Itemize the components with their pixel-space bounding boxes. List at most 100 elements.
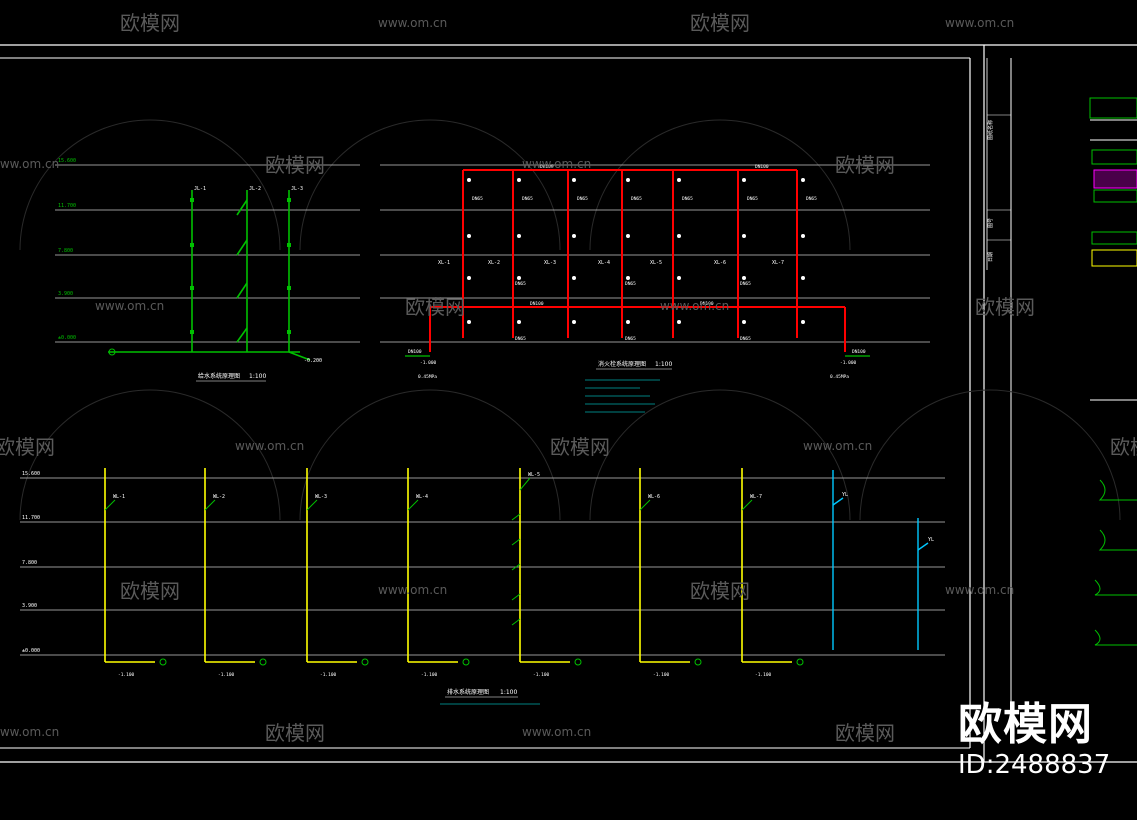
elevation-label: 11.700: [58, 203, 76, 209]
pipe-size-label: DN65: [472, 196, 483, 202]
fire-inlet-elevation: -1.000: [840, 360, 857, 366]
water-supply-fittings: [108, 198, 291, 356]
pipe-size-label: DN65: [625, 336, 636, 342]
outlet-elevation: -0.200: [304, 358, 322, 364]
watermark-site: www.om.cn: [522, 725, 591, 739]
watermark-site: www.om.cn: [378, 583, 447, 597]
elevation-label: 7.800: [22, 560, 37, 566]
fire-inlet-pressure: 0.45MPa: [418, 374, 437, 380]
pipe-size-label: DN65: [515, 336, 526, 342]
fire-pipes: [429, 169, 846, 352]
svg-text:图号: 图号: [988, 218, 994, 228]
riser-label-wl2: WL-2: [213, 494, 225, 500]
watermark-brand: 欧模网: [690, 579, 750, 603]
water-supply-elevation-labels: 15.600 11.700 7.800 3.900 ±0.000: [58, 158, 76, 341]
elevation-label: 7.800: [58, 248, 73, 254]
riser-label-wl5: WL-5: [528, 472, 540, 478]
drawing-frame: [0, 44, 1137, 763]
riser-label-wl4: WL-4: [416, 494, 428, 500]
watermark-brand: 欧模网: [975, 295, 1035, 319]
fire-title: 消火栓系统原理图: [598, 360, 646, 368]
watermark-brand: 欧模网: [120, 579, 180, 603]
riser-label-jl1: JL-1: [194, 186, 206, 192]
riser-label-xl6: XL-6: [714, 260, 726, 266]
riser-label-xl4: XL-4: [598, 260, 610, 266]
corner-id: ID:2488837: [958, 750, 1111, 780]
watermark-brand: 欧模网: [550, 435, 610, 459]
detail-panel: [1089, 97, 1137, 646]
watermark-site: www.om.cn: [235, 439, 304, 453]
drainage-title: 排水系统原理图: [447, 688, 489, 696]
drainage-elevation-labels: 15.600 11.700 7.800 3.900 ±0.000: [22, 471, 40, 654]
water-supply-title-group: 给水系统原理图 1:100: [196, 372, 266, 382]
outlet-elevation: -1.100: [421, 672, 438, 678]
watermark-brand: 欧模网: [265, 153, 325, 177]
water-supply-riser-labels: JL-1 JL-2 JL-3 -0.200: [194, 186, 322, 364]
pipe-size-label: DN100: [530, 301, 544, 307]
outlet-elevation: -1.100: [533, 672, 550, 678]
riser-label-xl2: XL-2: [488, 260, 500, 266]
title-block-text: 图纸名称 图号 日期: [987, 120, 994, 262]
drainage-floor-lines: [20, 477, 945, 656]
drainage-title-group: 排水系统原理图 1:100: [440, 688, 540, 705]
pipe-size-label: DN65: [740, 336, 751, 342]
riser-label-yl: YL: [842, 492, 848, 498]
outlet-elevation: -1.100: [755, 672, 772, 678]
riser-label-wl1: WL-1: [113, 494, 125, 500]
watermark-brand: 欧模网: [405, 295, 465, 319]
drainage-branches: [104, 477, 753, 626]
water-supply-scale: 1:100: [249, 373, 266, 380]
outlet-elevation: -1.100: [118, 672, 135, 678]
watermark-brand: 欧模网: [0, 435, 55, 459]
riser-label-wl3: WL-3: [315, 494, 327, 500]
outlet-elevation: -1.100: [320, 672, 337, 678]
pipe-size-label: DN65: [515, 281, 526, 287]
riser-label-xl7: XL-7: [772, 260, 784, 266]
fire-inlet-label: DN100: [408, 349, 422, 355]
watermark-site: www.om.cn: [0, 725, 59, 739]
riser-label-xl5: XL-5: [650, 260, 662, 266]
elevation-label: 15.600: [22, 471, 40, 477]
fire-inlet-elevation: -1.000: [420, 360, 437, 366]
watermark-site: www.om.cn: [945, 583, 1014, 597]
outlet-elevation: -1.100: [653, 672, 670, 678]
watermark-site: www.om.cn: [660, 299, 729, 313]
watermark-brand: 欧模网: [265, 721, 325, 745]
watermark-brand: 欧模网: [1110, 435, 1137, 459]
fire-inlet-label: DN100: [852, 349, 866, 355]
elevation-label: 3.900: [22, 603, 37, 609]
fire-notes: [585, 379, 660, 413]
watermark-brand: 欧模网: [835, 153, 895, 177]
riser-label-jl3: JL-3: [291, 186, 303, 192]
corner-watermark: 欧模网 ID:2488837: [958, 699, 1133, 781]
pipe-size-label: DN65: [631, 196, 642, 202]
watermark-site: www.om.cn: [522, 157, 591, 171]
watermarks: 欧模网 欧模网 欧模网 欧模网 欧模网 欧模网 欧模网 欧模网 欧模网 欧模网 …: [0, 11, 1137, 745]
corner-brand: 欧模网: [958, 699, 1093, 750]
water-supply-pipes: [108, 190, 311, 361]
watermark-brand: 欧模网: [835, 721, 895, 745]
rain-riser-labels: YL YL: [842, 492, 934, 543]
elevation-label: ±0.000: [58, 335, 76, 341]
elevation-label: 11.700: [22, 515, 40, 521]
fire-floor-lines: [380, 164, 930, 343]
elevation-label: ±0.000: [22, 648, 40, 654]
outlet-elevation: -1.100: [218, 672, 235, 678]
elevation-label: 15.600: [58, 158, 76, 164]
pipe-size-label: DN100: [755, 164, 769, 170]
watermark-site: www.om.cn: [0, 157, 59, 171]
svg-text:日期: 日期: [988, 252, 994, 262]
rain-pipes: [832, 470, 929, 650]
pipe-size-label: DN65: [747, 196, 758, 202]
pipe-size-label: DN100: [540, 164, 554, 170]
watermark-site: www.om.cn: [378, 16, 447, 30]
water-supply-title: 给水系统原理图: [198, 372, 240, 380]
watermark-site: www.om.cn: [95, 299, 164, 313]
pipe-size-label: DN65: [806, 196, 817, 202]
riser-label-wl7: WL-7: [750, 494, 762, 500]
pipe-size-label: DN100: [700, 301, 714, 307]
watermark-site: www.om.cn: [945, 16, 1014, 30]
pipe-size-label: DN65: [625, 281, 636, 287]
riser-label-yl: YL: [928, 537, 934, 543]
